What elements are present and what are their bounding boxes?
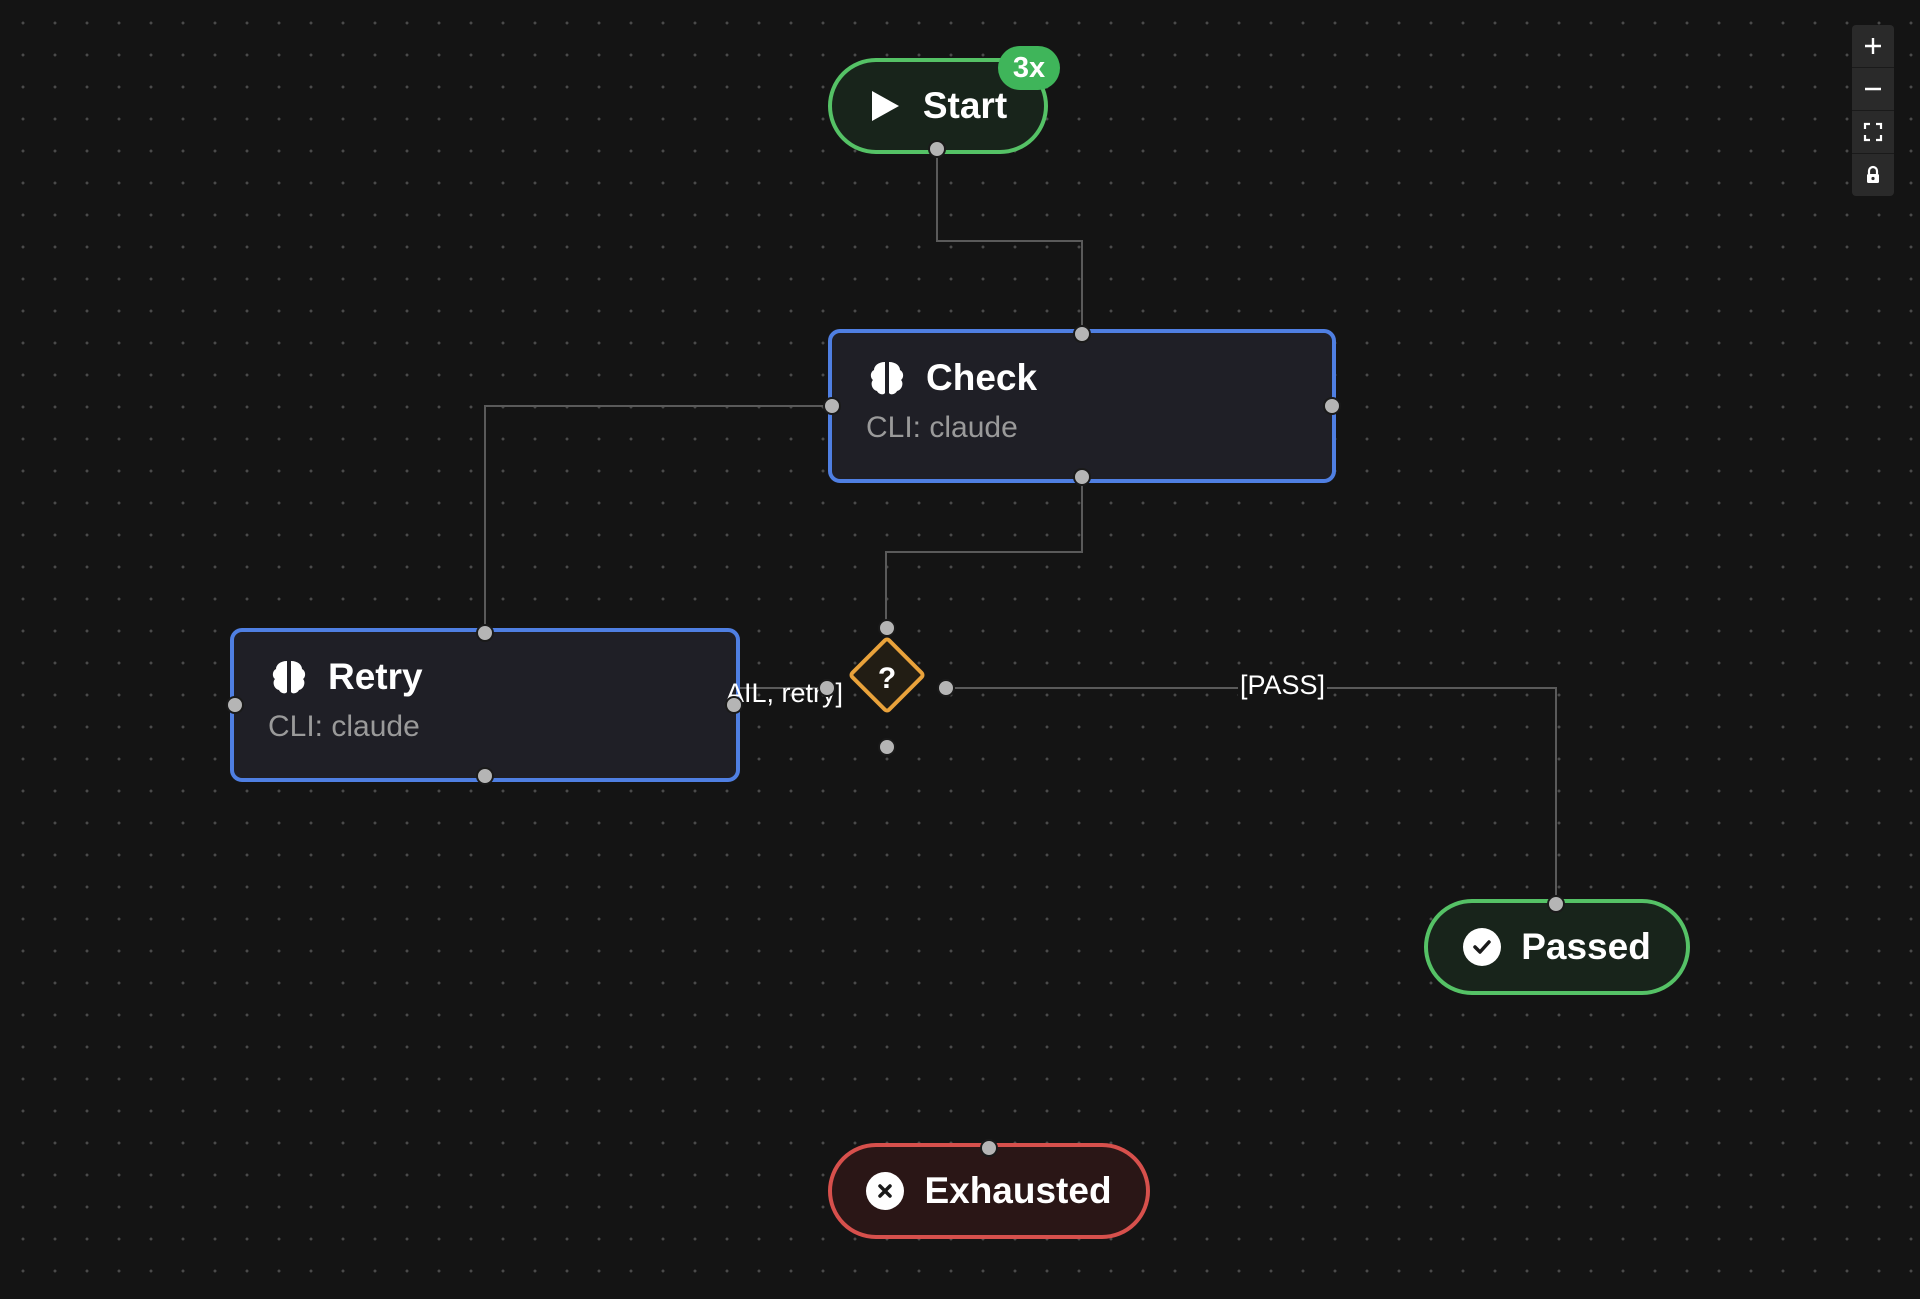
edge-label-pass: [PASS]	[1238, 670, 1328, 701]
decision-handle-top[interactable]	[878, 619, 896, 637]
zoom-in-button[interactable]	[1852, 25, 1894, 68]
check-target-handle-top[interactable]	[1073, 325, 1091, 343]
edge-start-check[interactable]	[936, 150, 1083, 334]
retry-subtitle: CLI: claude	[268, 710, 420, 743]
check-node[interactable]: Check CLI: claude	[828, 329, 1336, 483]
edge-check-decision[interactable]	[885, 477, 1083, 628]
lock-icon	[1867, 165, 1879, 183]
brain-icon	[270, 658, 308, 696]
exhausted-target-handle[interactable]	[980, 1139, 998, 1157]
plus-icon	[1865, 38, 1881, 54]
run-count-badge: 3x	[998, 46, 1060, 90]
exhausted-label: Exhausted	[924, 1170, 1112, 1211]
start-label: Start	[922, 85, 1008, 126]
start-source-handle[interactable]	[928, 140, 946, 158]
play-icon	[869, 89, 901, 123]
fit-view-icon	[1863, 122, 1883, 142]
view-controls	[1852, 25, 1894, 196]
check-handle-bottom[interactable]	[1073, 468, 1091, 486]
zoom-out-button[interactable]	[1852, 68, 1894, 111]
decision-handle-right[interactable]	[937, 679, 955, 697]
retry-handle-top[interactable]	[476, 624, 494, 642]
lock-button[interactable]	[1852, 154, 1894, 196]
check-title: Check	[926, 357, 1038, 398]
brain-icon	[868, 359, 906, 397]
edge-check-retry[interactable]	[484, 405, 832, 633]
minus-icon	[1865, 87, 1881, 91]
retry-title: Retry	[328, 656, 423, 697]
fit-view-button[interactable]	[1852, 111, 1894, 154]
retry-handle-bottom[interactable]	[476, 767, 494, 785]
decision-handle-left[interactable]	[818, 679, 836, 697]
retry-node[interactable]: Retry CLI: claude	[230, 628, 740, 782]
exhausted-node[interactable]: Exhausted	[828, 1143, 1150, 1239]
check-handle-left[interactable]	[823, 397, 841, 415]
edge-decision-passed[interactable]	[946, 687, 1557, 904]
passed-node[interactable]: Passed	[1424, 899, 1690, 995]
check-subtitle: CLI: claude	[866, 411, 1018, 444]
check-handle-right[interactable]	[1323, 397, 1341, 415]
passed-target-handle[interactable]	[1547, 895, 1565, 913]
start-node[interactable]: Start	[828, 58, 1048, 154]
x-circle-icon	[866, 1172, 905, 1210]
retry-handle-left[interactable]	[226, 696, 244, 714]
retry-handle-right[interactable]	[725, 696, 743, 714]
decision-handle-bottom[interactable]	[878, 738, 896, 756]
passed-label: Passed	[1521, 926, 1651, 967]
check-circle-icon	[1463, 928, 1502, 966]
